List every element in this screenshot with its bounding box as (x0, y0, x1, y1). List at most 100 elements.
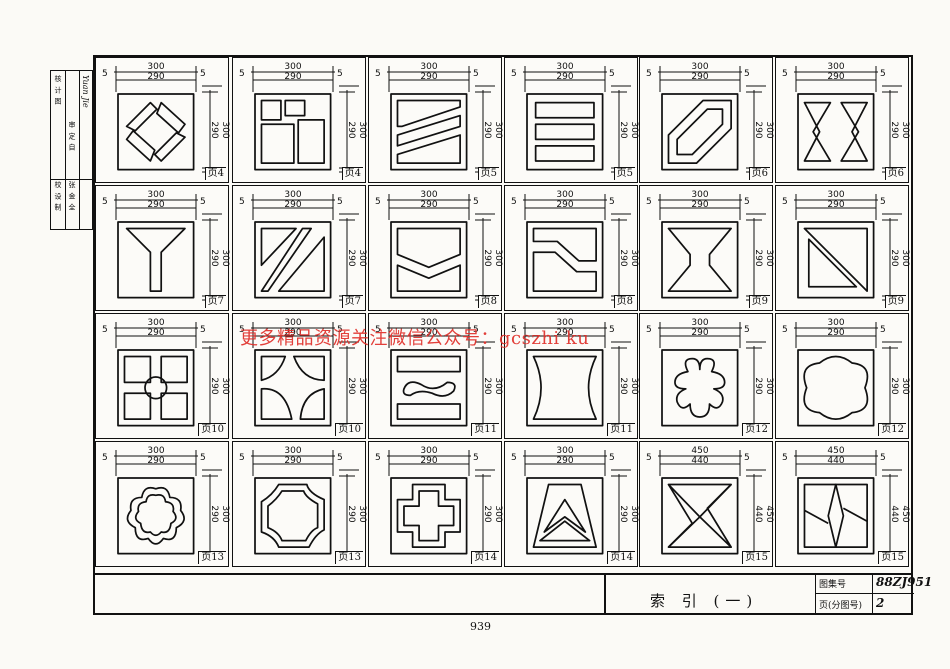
dim-gap-label: 5 (646, 325, 652, 335)
dim-inner-vertical: 290 (346, 377, 356, 394)
dim-gap-label: 5 (473, 453, 479, 463)
page-row: 页(分图号) 2 (816, 594, 914, 615)
dim-outer-vertical: 300 (220, 249, 230, 266)
tile-page-ref: 页13 (335, 551, 363, 564)
dim-gap-label: 5 (646, 69, 652, 79)
dim-gap-label: 5 (102, 453, 108, 463)
dim-inner-vertical: 290 (753, 249, 763, 266)
dim-gap-label: 5 (609, 197, 615, 207)
tile-pattern (797, 477, 875, 555)
sidebar-label-left-2: 核 计 图 (54, 75, 62, 106)
dim-outer-vertical: 300 (220, 505, 230, 522)
dim-inner-label: 290 (556, 328, 573, 338)
watermark-text: 更多精品资源关注微信公众号：gcszhi ku (240, 328, 590, 349)
dim-gap-label: 5 (744, 453, 750, 463)
dim-outer-vertical: 300 (220, 377, 230, 394)
title-block (93, 573, 913, 615)
dim-outer-label: 300 (691, 190, 708, 200)
dim-outer-label: 300 (147, 190, 164, 200)
dim-inner-label: 290 (284, 72, 301, 82)
tile-pattern (117, 349, 195, 427)
dim-gap-label: 5 (782, 197, 788, 207)
tile-pattern (254, 93, 332, 171)
dim-outer-vertical: 300 (493, 505, 503, 522)
dim-gap-label: 5 (511, 453, 517, 463)
dim-gap-label: 5 (646, 197, 652, 207)
dim-inner-label: 290 (556, 456, 573, 466)
dim-outer-label: 300 (556, 318, 573, 328)
sidebar-label-left: 校 设 制 (54, 181, 62, 212)
dim-gap-label: 5 (744, 325, 750, 335)
dim-gap-label: 5 (337, 69, 343, 79)
dim-gap-label: 5 (337, 197, 343, 207)
dim-gap-label: 5 (511, 69, 517, 79)
dim-inner-label: 290 (284, 200, 301, 210)
dim-inner-label: 440 (691, 456, 708, 466)
dim-outer-label: 300 (827, 190, 844, 200)
dim-gap-label: 5 (200, 453, 206, 463)
dim-gap-label: 5 (102, 69, 108, 79)
dim-inner-label: 290 (420, 456, 437, 466)
tile-pattern (117, 477, 195, 555)
dim-outer-label: 450 (827, 446, 844, 456)
dim-inner-label: 290 (827, 72, 844, 82)
dim-outer-vertical: 300 (220, 121, 230, 138)
tile-page-ref: 页4 (204, 167, 226, 180)
dim-inner-vertical: 290 (482, 121, 492, 138)
dim-gap-label: 5 (609, 453, 615, 463)
dim-inner-label: 290 (284, 456, 301, 466)
dim-inner-label: 290 (147, 456, 164, 466)
dim-outer-label: 300 (420, 318, 437, 328)
dim-inner-label: 290 (147, 72, 164, 82)
tile-pattern (117, 93, 195, 171)
dim-outer-label: 450 (691, 446, 708, 456)
sidebar-label-mid-2: 审 定 自 (68, 121, 76, 152)
dim-inner-vertical: 290 (346, 249, 356, 266)
tile-pattern (661, 93, 739, 171)
dim-inner-label: 290 (556, 200, 573, 210)
dim-gap-label: 5 (473, 325, 479, 335)
dim-outer-label: 300 (147, 446, 164, 456)
tile-pattern (254, 221, 332, 299)
dim-outer-label: 300 (420, 190, 437, 200)
dim-gap-label: 5 (375, 453, 381, 463)
dim-outer-label: 300 (420, 62, 437, 72)
dim-inner-label: 290 (420, 200, 437, 210)
dim-outer-label: 300 (147, 318, 164, 328)
tile-pattern (661, 221, 739, 299)
tile-page-ref: 页15 (878, 551, 906, 564)
tile-page-ref: 页9 (884, 295, 906, 308)
dim-outer-label: 300 (284, 62, 301, 72)
dim-inner-vertical: 290 (209, 249, 219, 266)
tile-pattern (797, 221, 875, 299)
tile-pattern (390, 93, 468, 171)
tile-pattern (797, 93, 875, 171)
tile-page-ref: 页15 (742, 551, 770, 564)
title-block-title: 索 引 (一) (650, 592, 759, 610)
dim-gap-label: 5 (239, 325, 245, 335)
dim-inner-label: 290 (691, 72, 708, 82)
dim-inner-vertical: 290 (753, 121, 763, 138)
tile-page-ref: 页10 (335, 423, 363, 436)
